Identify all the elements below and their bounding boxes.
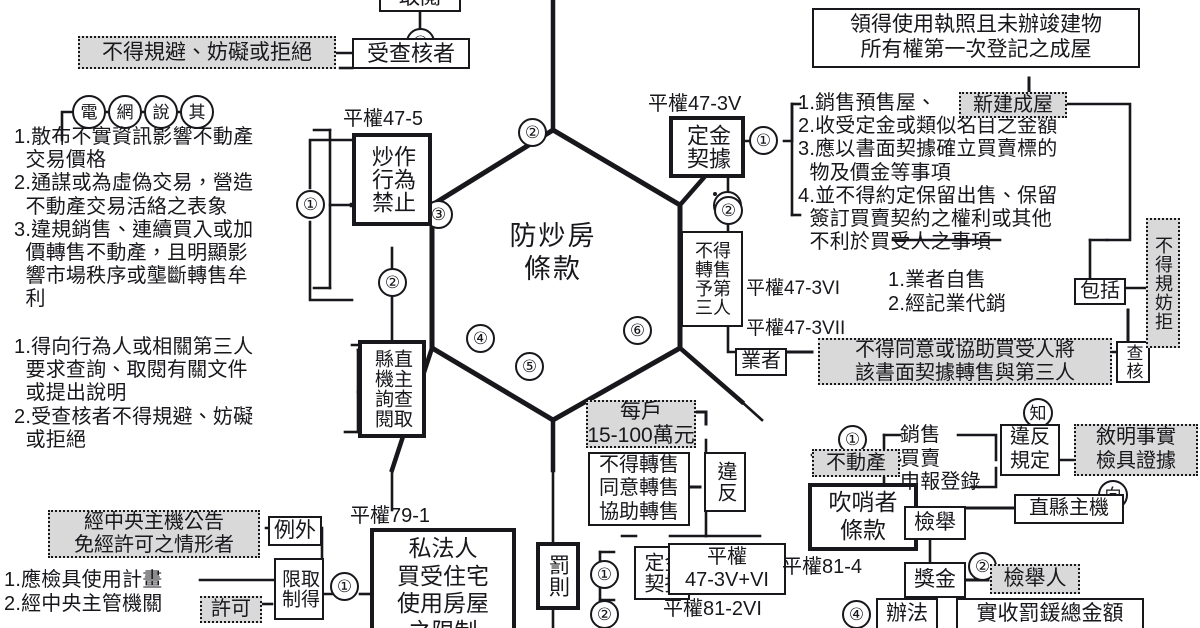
retrieve-documents-box[interactable]: 取閱: [379, 0, 461, 12]
penalty-deposit-col-right: 定契: [641, 552, 663, 594]
real-estate-chip[interactable]: 不動產: [812, 449, 900, 477]
private-entity-line-1: 私法人: [408, 535, 478, 561]
bounty-box[interactable]: 獎金: [904, 562, 966, 598]
acquisition-restriction-box[interactable]: 取得限制: [274, 558, 324, 620]
law-ref-81-2vi: 平權81-2VI: [663, 598, 762, 620]
speculation-acts-list: 1.散布不實資訊影響不動產 交易價格 2.通謀或為虛偽交易，營造 不動產交易活絡…: [14, 126, 254, 311]
whistleblower-line-1: 吹哨者: [828, 489, 898, 516]
penalty-law-line-1: 平權: [707, 546, 747, 569]
seller-box[interactable]: 業者: [735, 348, 787, 376]
authority-inspection-box[interactable]: 縣機詢閱 直主查取: [358, 340, 426, 438]
new-built-house-chip[interactable]: 新建成屋: [959, 92, 1067, 118]
penalty-marker-2[interactable]: ②: [590, 600, 619, 628]
deposit-contract-col-right: 定契: [684, 124, 709, 170]
hex-number-4[interactable]: ④: [466, 324, 495, 353]
private-entity-marker-1[interactable]: ①: [330, 572, 359, 601]
law-ref-47-3v: 平權47-3V: [648, 93, 742, 115]
reporter-chip[interactable]: 檢舉人: [990, 564, 1080, 594]
no-resale-col-1: 不轉予三: [693, 241, 713, 317]
includes-box[interactable]: 包括: [1074, 278, 1126, 305]
hex-number-5[interactable]: ⑤: [515, 352, 544, 381]
private-entity-box[interactable]: 私法人 買受住宅 使用房屋 之限制: [370, 528, 516, 628]
exception-callout: 經中央主機公告 免經許可之情形者: [48, 510, 260, 558]
no-evasion-vertical-callout: 不得規妨拒: [1146, 218, 1180, 348]
whistleblower-clause-box[interactable]: 吹哨者 條款: [808, 483, 918, 551]
center-label: 防炒房 條款: [470, 220, 636, 287]
penalty-rules-box[interactable]: 罰則: [536, 542, 580, 610]
media-icon-shuo[interactable]: 說: [144, 95, 178, 129]
deposit-requirements-list: 1.銷售預售屋、 2.收受定金或類似名目之金額 3.應以書面契據確立買賣標的 物…: [798, 92, 1058, 254]
no-resale-col-2: 得售第人: [711, 241, 731, 317]
no-evasion-callout: 不得規避、妨礙或拒絕: [78, 36, 336, 69]
exception-box[interactable]: 例外: [268, 516, 322, 546]
method-box[interactable]: 辦法: [876, 598, 938, 628]
law-ref-47-5: 平權47-5: [343, 108, 424, 130]
speculation-marker-2[interactable]: ②: [378, 268, 407, 297]
penalty-marker-1[interactable]: ①: [590, 560, 619, 589]
spacer-hidden-2: [713, 192, 717, 196]
fine-per-household-callout: 每戶 15-100萬元: [586, 400, 696, 448]
audited-party-box[interactable]: 受查核者: [352, 38, 470, 69]
seller-self-sale-list: 1.業者自售 2.經記業代銷: [888, 269, 1007, 315]
permit-requirements-list: 1.應檢具使用計畫 2.經中央主管機關: [4, 569, 163, 615]
speculation-prohibition-col-left: 作為止: [391, 145, 416, 214]
penalty-law-line-2: 47-3V+VI: [685, 569, 769, 591]
private-entity-line-3: 使用房屋: [397, 590, 489, 617]
authority-inspection-col-right: 縣機詢閱: [372, 349, 393, 429]
speculation-marker-1[interactable]: ①: [296, 190, 325, 219]
center-label-line2: 條款: [524, 254, 582, 285]
whistleblower-scope-list: 銷售 買賣 申報登錄: [900, 424, 981, 494]
penalty-law-box: 平權 47-3V+VI: [668, 543, 786, 595]
deposit-contract-box[interactable]: 定契 金據: [669, 116, 745, 178]
local-authority-box[interactable]: 直縣主機: [1014, 494, 1124, 524]
media-icon-qi[interactable]: 其: [180, 95, 214, 129]
center-label-line1: 防炒房: [509, 221, 597, 251]
hex-number-2[interactable]: ②: [518, 118, 547, 147]
law-ref-47-3vii: 平權47-3VII: [746, 318, 846, 339]
inspection-rights-list: 1.得向行為人或相關第三人 要求查詢、取閱有關文件 或提出說明 2.受查核者不得…: [14, 336, 254, 451]
hex-number-6[interactable]: ⑥: [623, 316, 652, 345]
speculation-prohibition-col-right: 炒行禁: [369, 145, 394, 214]
state-facts-evidence-callout: 敘明事實 檢具證據: [1074, 424, 1198, 476]
no-resale-third-party-box[interactable]: 不轉予三 得售第人: [681, 231, 743, 327]
private-entity-line-4: 之限制: [409, 618, 478, 628]
resale-prohibition-box[interactable]: 不得轉售 同意轉售 協助轉售: [588, 452, 690, 526]
media-icon-wang[interactable]: 網: [108, 95, 142, 129]
deposit-marker-2[interactable]: ②: [714, 196, 743, 225]
audit-check-box[interactable]: 查核: [1116, 341, 1150, 383]
violation-box[interactable]: 違反: [704, 452, 746, 512]
total-fine-box: 實收罰鍰總金額: [956, 598, 1144, 628]
law-ref-79-1: 平權79-1: [350, 505, 431, 527]
authority-inspection-col-left: 直主查取: [391, 349, 412, 429]
deposit-marker-1[interactable]: ①: [749, 126, 778, 155]
media-icon-dian[interactable]: 電: [72, 95, 106, 129]
new-built-house-definition-box: 領得使用執照且未辦竣建物 所有權第一次登記之成屋: [812, 8, 1140, 68]
no-consent-resale-callout: 不得同意或協助買受人將 該書面契據轉售與第三人: [818, 338, 1112, 385]
permit-chip[interactable]: 許可: [200, 596, 262, 623]
whistleblower-marker-4[interactable]: ④: [842, 600, 871, 628]
violation-of-rules-box[interactable]: 違反 規定: [1000, 424, 1060, 476]
law-ref-47-3vi: 平權47-3VI: [746, 278, 840, 299]
private-entity-line-2: 買受住宅: [397, 562, 489, 589]
speculation-prohibition-box[interactable]: 炒行禁 作為止: [352, 133, 432, 226]
spacer-hidden: [428, 198, 432, 202]
know-circle-icon[interactable]: 知: [1023, 398, 1053, 428]
deposit-contract-col-left: 金據: [706, 124, 731, 170]
report-box[interactable]: 檢舉: [904, 506, 966, 540]
law-ref-81-4: 平權81-4: [782, 556, 863, 578]
whistleblower-line-2: 條款: [840, 517, 886, 543]
